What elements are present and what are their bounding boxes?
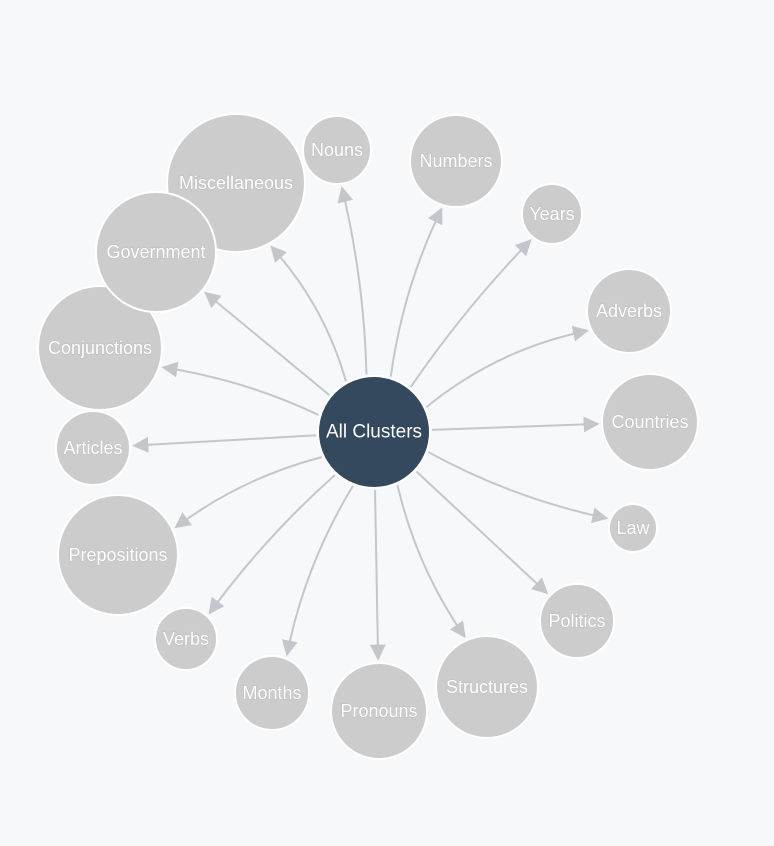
cluster-node-politics[interactable]: Politics <box>539 583 615 659</box>
cluster-node-label: Years <box>529 204 574 224</box>
edge-to-miscellaneous <box>270 245 347 382</box>
cluster-node-label: Pronouns <box>340 701 417 721</box>
cluster-node-label: Numbers <box>419 151 492 171</box>
cluster-node-numbers[interactable]: Numbers <box>409 114 503 208</box>
cluster-node-circle[interactable] <box>302 115 372 185</box>
root-node-label: All Clusters <box>326 422 422 443</box>
cluster-node-nouns[interactable]: Nouns <box>302 115 372 185</box>
edge-to-nouns <box>337 186 368 375</box>
cluster-node-label: Months <box>242 683 301 703</box>
edge-to-verbs <box>208 474 336 615</box>
edge-to-countries <box>431 416 600 433</box>
cluster-node-circle[interactable] <box>608 503 658 553</box>
cluster-node-circle[interactable] <box>57 494 179 616</box>
cluster-node-circle[interactable] <box>409 114 503 208</box>
edge-to-articles <box>132 434 317 453</box>
edge-to-years <box>409 239 532 388</box>
cluster-node-articles[interactable]: Articles <box>55 410 131 486</box>
edge-to-law <box>427 451 609 524</box>
cluster-node-circle[interactable] <box>55 410 131 486</box>
root-node-circle[interactable] <box>317 375 431 489</box>
cluster-node-label: Articles <box>63 438 122 458</box>
cluster-node-pronouns[interactable]: Pronouns <box>330 662 428 760</box>
cluster-node-years[interactable]: Years <box>521 183 583 245</box>
cluster-node-circle[interactable] <box>539 583 615 659</box>
cluster-node-circle[interactable] <box>330 662 428 760</box>
cluster-node-label: Countries <box>611 412 688 432</box>
cluster-node-adverbs[interactable]: Adverbs <box>586 268 672 354</box>
cluster-node-circle[interactable] <box>95 191 217 313</box>
cluster-node-label: Politics <box>548 611 605 631</box>
edge-to-months <box>281 485 354 657</box>
cluster-node-circle[interactable] <box>601 373 699 471</box>
cluster-node-circle[interactable] <box>521 183 583 245</box>
cluster-node-label: Conjunctions <box>48 338 152 358</box>
cluster-node-label: Adverbs <box>596 301 662 321</box>
cluster-node-verbs[interactable]: Verbs <box>154 607 218 671</box>
edge-to-pronouns <box>369 489 386 661</box>
cluster-node-circle[interactable] <box>37 285 163 411</box>
edge-to-politics <box>415 470 549 595</box>
cluster-node-prepositions[interactable]: Prepositions <box>57 494 179 616</box>
cluster-node-conjunctions[interactable]: Conjunctions <box>37 285 163 411</box>
edge-to-adverbs <box>425 325 590 408</box>
cluster-node-months[interactable]: Months <box>234 655 310 731</box>
cluster-node-label: Structures <box>446 677 528 697</box>
cluster-node-label: Government <box>106 242 205 262</box>
cluster-node-circle[interactable] <box>435 635 539 739</box>
edge-to-government <box>204 291 330 396</box>
cluster-node-label: Prepositions <box>68 545 167 565</box>
cluster-node-label: Law <box>616 518 650 538</box>
cluster-node-label: Miscellaneous <box>179 173 293 193</box>
cluster-node-structures[interactable]: Structures <box>435 635 539 739</box>
edge-to-conjunctions <box>161 361 319 416</box>
cluster-node-circle[interactable] <box>586 268 672 354</box>
cluster-node-countries[interactable]: Countries <box>601 373 699 471</box>
edge-to-structures <box>396 484 466 639</box>
edge-to-numbers <box>389 207 443 377</box>
cluster-node-government[interactable]: Government <box>95 191 217 313</box>
edge-to-prepositions <box>174 456 322 529</box>
cluster-node-circle[interactable] <box>154 607 218 671</box>
cluster-node-label: Nouns <box>311 140 363 160</box>
cluster-node-label: Verbs <box>163 629 209 649</box>
cluster-node-circle[interactable] <box>234 655 310 731</box>
root-node[interactable]: All Clusters <box>317 375 431 489</box>
cluster-node-law[interactable]: Law <box>608 503 658 553</box>
nodes-layer: Miscellaneous NounsNumbersYearsAdverbsCou… <box>37 113 699 760</box>
edges-layer <box>132 186 609 661</box>
